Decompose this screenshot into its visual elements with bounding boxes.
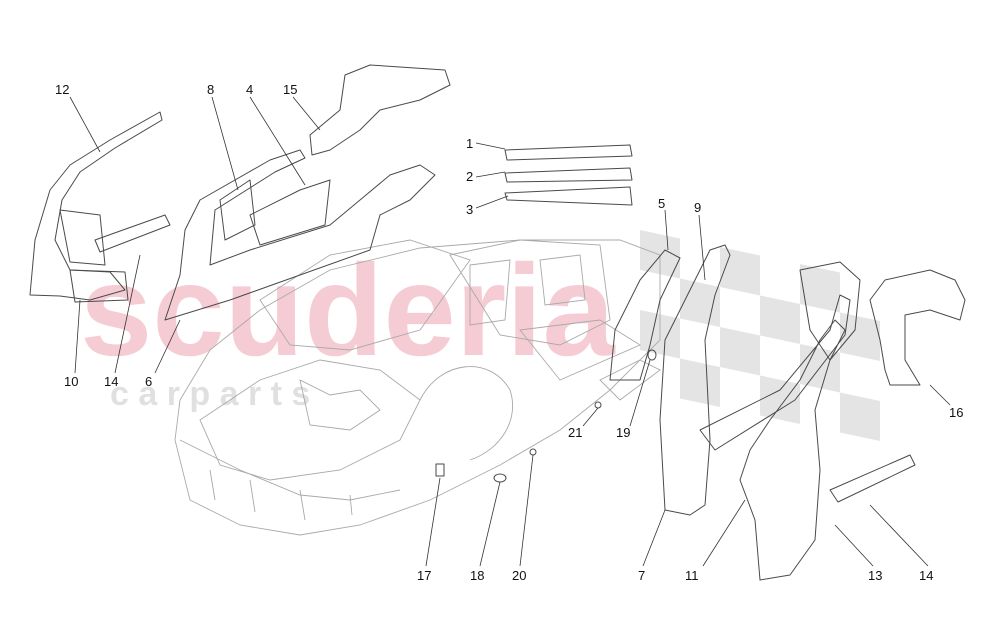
plug-20-icon <box>529 448 537 456</box>
callout-1: 1 <box>466 136 473 151</box>
watermark-text: scuderia <box>80 237 616 383</box>
callout-5: 5 <box>658 196 665 211</box>
callout-labels: 1 2 3 4 5 6 7 8 9 10 11 12 13 14 14 15 1… <box>55 82 963 583</box>
callout-8: 8 <box>207 82 214 97</box>
part-b-pillar-right <box>609 244 851 516</box>
callout-3: 3 <box>466 202 473 217</box>
callout-21: 21 <box>568 425 582 440</box>
callout-12: 12 <box>55 82 69 97</box>
callout-11: 11 <box>685 568 699 583</box>
callout-15: 15 <box>283 82 297 97</box>
callout-13: 13 <box>868 568 882 583</box>
part-body-side-right <box>739 261 916 581</box>
part-rear-wheelhouse-right <box>869 269 966 386</box>
plug-17-icon <box>435 463 445 477</box>
callout-2: 2 <box>466 169 473 184</box>
callout-19: 19 <box>616 425 630 440</box>
callout-10: 10 <box>64 374 78 389</box>
plug-18-icon <box>493 473 507 483</box>
callout-14a: 14 <box>104 374 118 389</box>
callout-16: 16 <box>949 405 963 420</box>
callout-4: 4 <box>246 82 253 97</box>
plug-21-icon <box>594 401 602 409</box>
callout-14b: 14 <box>919 568 933 583</box>
callout-7: 7 <box>638 568 645 583</box>
part-a-pillar-left <box>29 111 163 303</box>
plug-19-icon <box>647 349 657 361</box>
callout-6: 6 <box>145 374 152 389</box>
callout-17: 17 <box>417 568 431 583</box>
callout-9: 9 <box>694 200 701 215</box>
callout-20: 20 <box>512 568 526 583</box>
leader-lines <box>69 96 951 567</box>
watermark-subtext: c a r p a r t s <box>110 375 310 413</box>
part-sill-left-front <box>94 214 171 253</box>
callout-18: 18 <box>470 568 484 583</box>
car-body-shell <box>174 239 661 536</box>
part-roof-crossmembers <box>504 144 633 206</box>
